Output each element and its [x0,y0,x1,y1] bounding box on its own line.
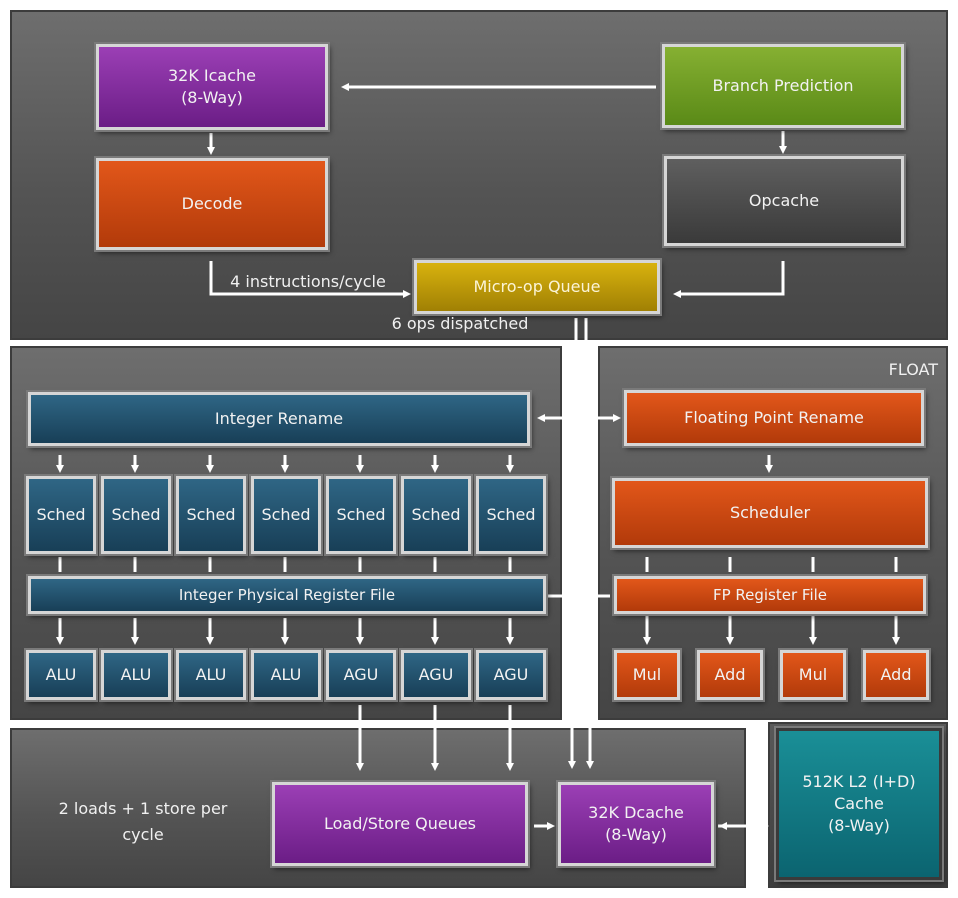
int-unit-agu-2: AGU [401,650,471,700]
micro-op-queue-block: Micro-op Queue [414,260,660,314]
int-scheduler-4: Sched [251,476,321,554]
decode-rate-label: 4 instructions/cycle [230,272,386,291]
int-unit-agu-3: AGU [476,650,546,700]
int-unit-alu-2: ALU [101,650,171,700]
int-scheduler-7: Sched [476,476,546,554]
agu-to-loadstore-arrows [356,705,514,771]
fp-unit-mul-2: Mul [780,650,846,700]
int-unit-alu-1: ALU [26,650,96,700]
l2-cache-block: 512K L2 (I+D) Cache (8-Way) [776,728,942,880]
int-scheduler-2: Sched [101,476,171,554]
dispatch-rate-label: 6 ops dispatched [391,314,529,333]
rename-to-sched-arrows [56,455,514,473]
int-unit-alu-4: ALU [251,650,321,700]
fp-rename-block: Floating Point Rename [624,390,924,446]
float-panel-label: FLOAT [888,360,938,379]
regfile-to-units-arrows [56,616,900,645]
fp-unit-add-2: Add [863,650,929,700]
int-scheduler-3: Sched [176,476,246,554]
load-store-queues-block: Load/Store Queues [272,782,528,866]
fp-register-file-block: FP Register File [614,576,926,614]
int-scheduler-1: Sched [26,476,96,554]
int-unit-agu-1: AGU [326,650,396,700]
sched-to-regfile-ticks [58,557,898,572]
opcache-block: Opcache [664,156,904,246]
fp-unit-add-1: Add [697,650,763,700]
fp-scheduler-block: Scheduler [612,478,928,548]
dcache-block: 32K Dcache (8-Way) [558,782,714,866]
regfile-to-dcache-arrows [548,594,610,769]
fp-unit-mul-1: Mul [614,650,680,700]
int-unit-alu-3: ALU [176,650,246,700]
integer-rename-block: Integer Rename [28,392,530,446]
branch-prediction-block: Branch Prediction [662,44,904,128]
int-scheduler-6: Sched [401,476,471,554]
integer-register-file-block: Integer Physical Register File [28,576,546,614]
int-scheduler-5: Sched [326,476,396,554]
decode-block: Decode [96,158,328,250]
load-store-rate-label: 2 loads + 1 store per cycle [58,799,228,844]
flow-arrows [56,83,900,830]
icache-block: 32K Icache (8-Way) [96,44,328,130]
